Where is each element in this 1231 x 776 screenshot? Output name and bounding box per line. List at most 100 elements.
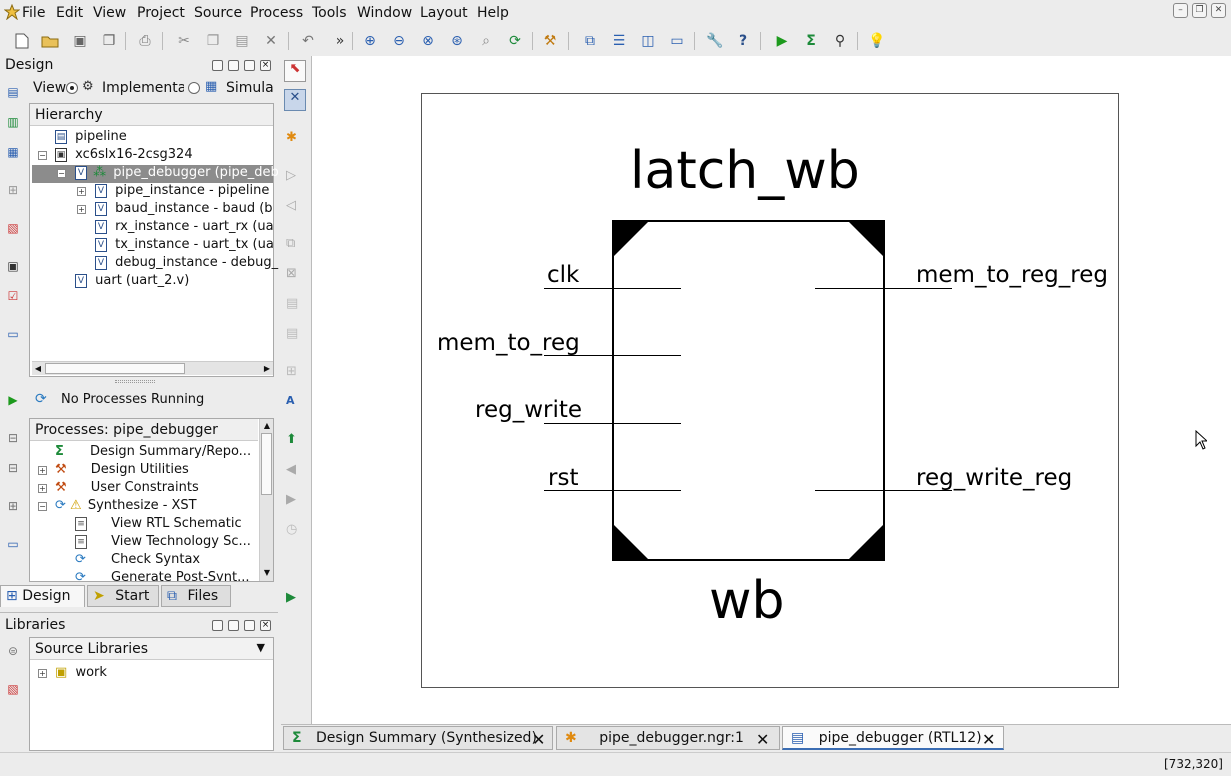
process-tree-alt-icon[interactable]: ⊟ xyxy=(7,461,19,475)
cross-probe-icon[interactable]: ⧉ xyxy=(286,236,296,251)
wrench-icon[interactable]: 🔧 xyxy=(706,33,724,49)
context-help-icon[interactable]: ? xyxy=(738,33,748,49)
route-net-icon[interactable]: ✕ xyxy=(284,89,306,111)
splitter-grip[interactable] xyxy=(115,380,155,383)
minimize-window-button[interactable]: – xyxy=(1173,3,1188,18)
library-properties-icon[interactable]: ⊜ xyxy=(7,644,19,658)
close-tab-icon[interactable]: ✕ xyxy=(756,730,770,749)
remove-pins-icon[interactable]: ▤ xyxy=(286,326,299,341)
move-up-icon[interactable]: ⬆ xyxy=(286,432,297,447)
menu-help[interactable]: Help xyxy=(477,5,509,21)
scrollbar-thumb[interactable] xyxy=(45,363,185,374)
nav-forward-icon[interactable]: ▶ xyxy=(286,492,296,507)
output-pin-reg-write-reg[interactable]: reg_write_reg xyxy=(916,465,1073,491)
open-folder-icon[interactable] xyxy=(40,31,60,51)
process-item-view-rtl-schematic[interactable]: ≡ View RTL Schematic xyxy=(75,516,242,534)
output-pin-mem-to-reg-reg[interactable]: mem_to_reg_reg xyxy=(916,262,1108,288)
close-tab-icon[interactable]: ✕ xyxy=(532,730,546,749)
export-icon[interactable]: ▶ xyxy=(286,590,296,605)
select-arrow-icon[interactable]: ⬉ xyxy=(284,60,306,82)
process-item-synthesize[interactable]: ⟳ ⚠ Synthesize - XST xyxy=(55,498,197,513)
save-all-icon[interactable]: ❐ xyxy=(102,33,116,49)
remove-source-icon[interactable]: ▧ xyxy=(7,221,19,235)
find-text-icon[interactable]: A xyxy=(286,394,295,407)
menu-source[interactable]: Source xyxy=(194,5,243,21)
menu-edit[interactable]: Edit xyxy=(56,5,84,21)
input-pin-clk[interactable]: clk xyxy=(547,262,580,288)
chip-icon[interactable]: ▣ xyxy=(7,259,19,273)
expand-user-constraints-icon[interactable]: + xyxy=(38,484,47,493)
hierarchy-horizontal-scrollbar[interactable]: ◀ ▶ xyxy=(32,361,273,375)
scroll-right-icon[interactable]: ▶ xyxy=(263,364,271,373)
refresh-icon[interactable]: ⟳ xyxy=(509,33,521,49)
menu-tools[interactable]: Tools xyxy=(312,5,347,21)
new-file-icon[interactable] xyxy=(12,31,32,51)
hierarchy-icon[interactable]: ⊞ xyxy=(7,183,19,197)
input-pin-rst[interactable]: rst xyxy=(548,465,579,491)
window-icon[interactable]: ▭ xyxy=(7,327,19,341)
menu-file[interactable]: File xyxy=(22,5,46,21)
panel-close-button[interactable]: × xyxy=(260,60,271,71)
schematic-block[interactable] xyxy=(612,220,885,561)
save-icon[interactable]: ▣ xyxy=(73,33,87,49)
tab-pipe-debugger-rtl12[interactable]: ▤ pipe_debugger (RTL12) ✕ xyxy=(782,726,1004,750)
tile-vertical-icon[interactable]: ◫ xyxy=(641,33,655,49)
schematic-symbol-icon[interactable]: ✱ xyxy=(286,130,297,145)
tree-item-rx-instance[interactable]: V rx_instance - uart_rx (ua xyxy=(95,219,274,237)
tree-item-tx-instance[interactable]: V tx_instance - uart_tx (ua xyxy=(95,237,274,255)
nav-back-icon[interactable]: ◀ xyxy=(286,462,296,477)
input-pin-mem-to-reg[interactable]: mem_to_reg xyxy=(437,330,580,356)
process-item-generate-post-synthesis[interactable]: ⟳ Generate Post-Synt... xyxy=(75,570,249,581)
process-tree-icon[interactable]: ⊟ xyxy=(7,431,19,445)
tree-item-pipe-instance[interactable]: V pipe_instance - pipeline xyxy=(95,183,269,201)
process-item-check-syntax[interactable]: ⟳ Check Syntax xyxy=(75,552,201,567)
tab-design-summary[interactable]: Σ Design Summary (Synthesized) ✕ xyxy=(283,726,553,750)
tab-pipe-debugger-ngr[interactable]: ✱ pipe_debugger.ngr:1 ✕ xyxy=(556,726,780,750)
simulation-radio[interactable] xyxy=(188,82,200,94)
analyzer-icon[interactable]: ⚲ xyxy=(834,33,846,49)
tile-horizontal-icon[interactable]: ☰ xyxy=(612,33,626,49)
process-item-user-constraints[interactable]: ⚒ User Constraints xyxy=(55,480,199,495)
close-tab-icon[interactable]: ✕ xyxy=(982,730,996,749)
restore-window-button[interactable]: ❐ xyxy=(1192,3,1207,18)
libraries-maximize-button[interactable] xyxy=(228,620,239,631)
copy-icon[interactable]: ❐ xyxy=(206,33,220,49)
lightbulb-icon[interactable]: 💡 xyxy=(868,33,886,49)
add-copy-source-icon[interactable]: ▥ xyxy=(7,115,19,129)
process-window-icon[interactable]: ▭ xyxy=(7,537,19,551)
collapse-synthesize-icon[interactable]: − xyxy=(38,502,47,511)
toolbar-overflow-icon[interactable]: » xyxy=(335,33,345,49)
process-item-view-technology-schematic[interactable]: ≡ View Technology Sc... xyxy=(75,534,251,552)
menu-process[interactable]: Process xyxy=(250,5,304,21)
source-libraries-dropdown[interactable]: Source Libraries ▼ xyxy=(30,638,273,660)
paste-icon[interactable]: ▤ xyxy=(235,33,249,49)
cascade-windows-icon[interactable]: ⧉ xyxy=(585,33,595,49)
add-pins-icon[interactable]: ▤ xyxy=(286,296,299,311)
new-source-icon[interactable]: ▦ xyxy=(7,145,19,159)
menu-layout[interactable]: Layout xyxy=(420,5,468,21)
menu-window[interactable]: Window xyxy=(357,5,413,21)
process-item-design-utilities[interactable]: ⚒ Design Utilities xyxy=(55,462,189,477)
panel-float-button[interactable] xyxy=(212,60,223,71)
float-window-icon[interactable]: ▭ xyxy=(670,33,684,49)
zoom-area-icon[interactable]: ⌕ xyxy=(482,33,490,49)
implementation-option[interactable]: Implementation xyxy=(102,80,184,96)
push-into-icon[interactable]: ▷ xyxy=(286,168,296,183)
library-remove-icon[interactable]: ▧ xyxy=(7,682,19,696)
tree-item-debug-instance[interactable]: V debug_instance - debug_ xyxy=(95,255,278,273)
expand-baud-instance-icon[interactable]: + xyxy=(77,205,86,214)
tab-files[interactable]: ⧉ Files xyxy=(161,585,231,607)
libraries-close-button[interactable]: × xyxy=(260,620,271,631)
print-icon[interactable]: ⎙ xyxy=(139,33,151,49)
scroll-down-icon[interactable]: ▼ xyxy=(263,568,271,577)
scroll-left-icon[interactable]: ◀ xyxy=(34,364,42,373)
collapse-device-icon[interactable]: − xyxy=(38,151,47,160)
zoom-in-icon[interactable]: ⊕ xyxy=(364,33,376,49)
trace-icon[interactable]: ⊞ xyxy=(286,364,297,379)
add-source-icon[interactable]: ▤ xyxy=(7,85,19,99)
zoom-fit-icon[interactable]: ⊗ xyxy=(422,33,434,49)
processes-vertical-scrollbar[interactable]: ▲ ▼ xyxy=(259,419,273,581)
tree-item-device[interactable]: ▣ xc6slx16-2csg324 xyxy=(55,147,193,162)
pop-out-icon[interactable]: ◁ xyxy=(286,198,296,213)
library-item-work[interactable]: ▣ work xyxy=(55,665,107,680)
